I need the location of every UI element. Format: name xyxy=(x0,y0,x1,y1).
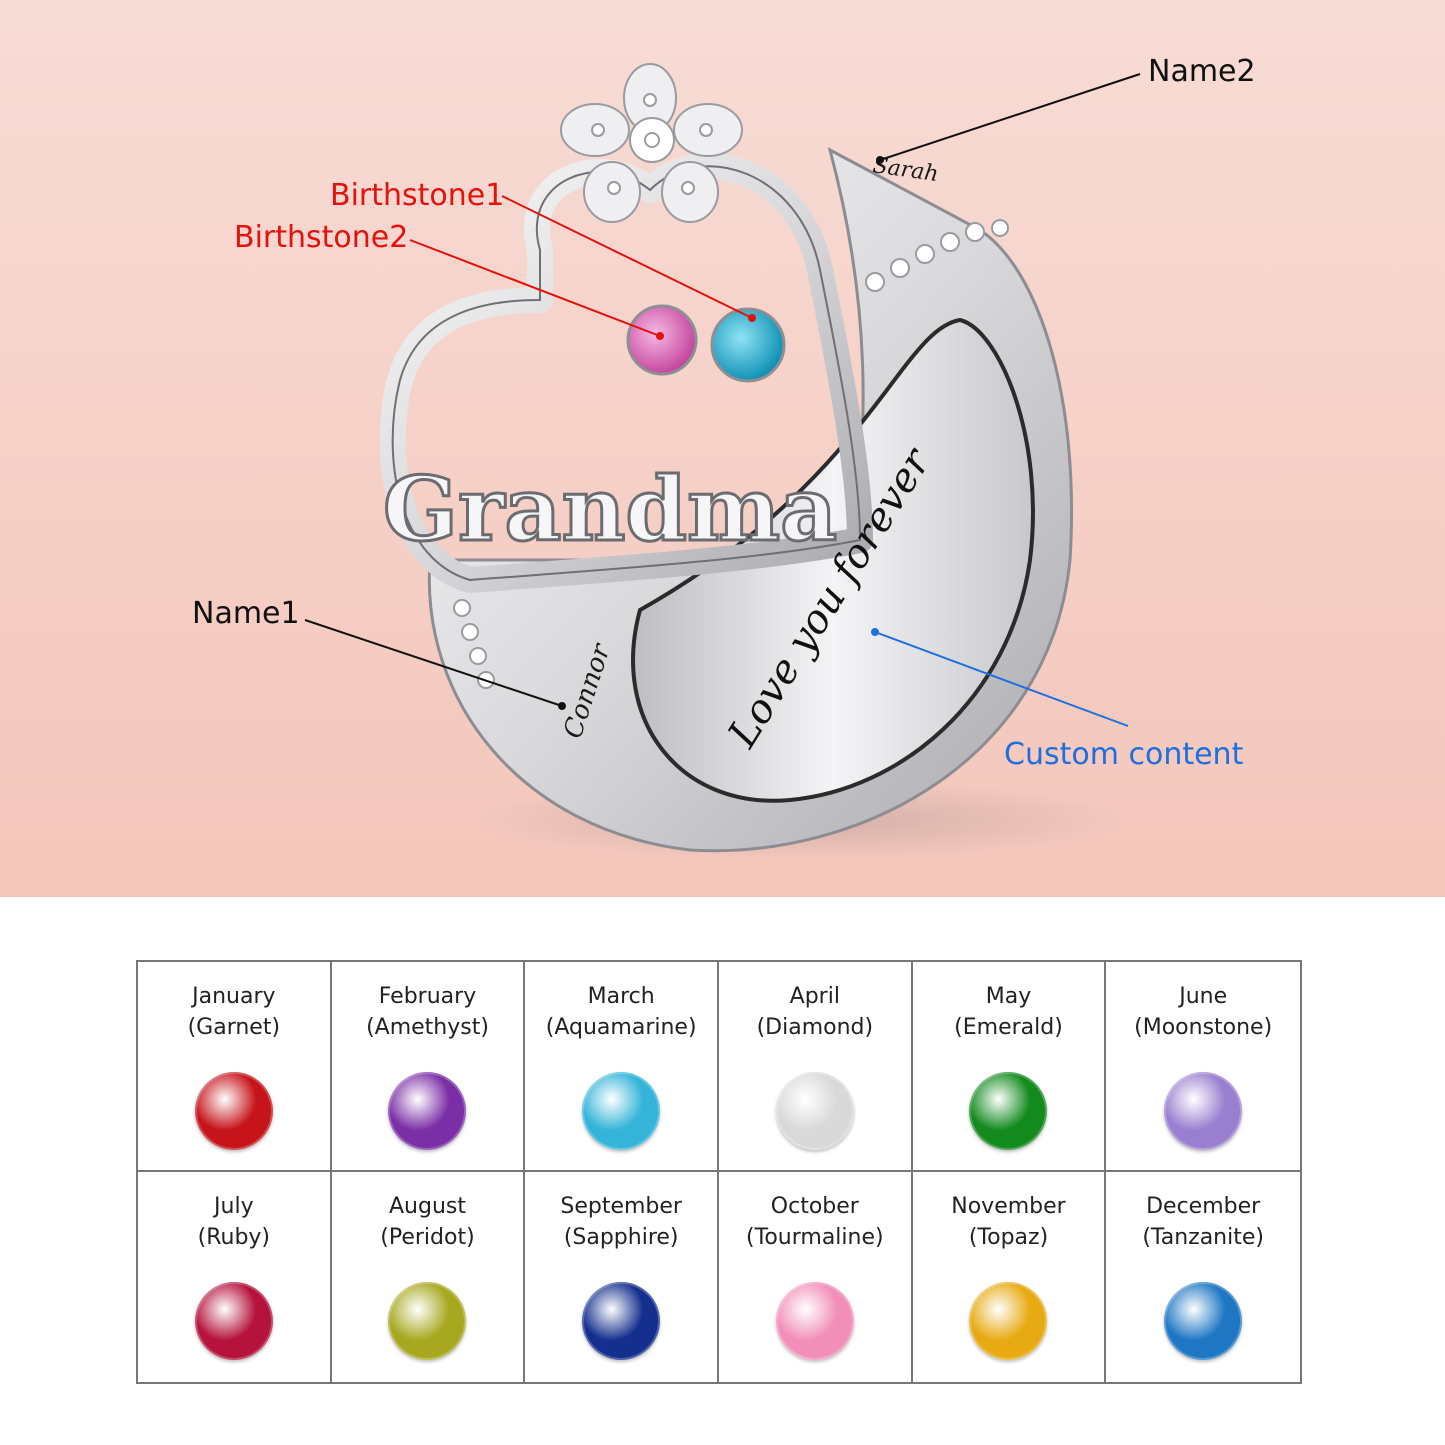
birthstone-month: September xyxy=(560,1194,682,1219)
ring-birthstone-1 xyxy=(626,304,698,376)
birthstone-gem-icon xyxy=(388,1282,467,1360)
birthstone-name: (Diamond) xyxy=(756,1015,874,1040)
birthstone-month: May xyxy=(985,984,1032,1009)
birthstone-name: (Moonstone) xyxy=(1134,1015,1273,1040)
heart-word: Grandma xyxy=(383,457,837,561)
flower-charm xyxy=(560,63,743,223)
birthstone-cell-december: December (Tanzanite) xyxy=(1106,1172,1300,1382)
birthstone-name: (Tourmaline) xyxy=(746,1225,884,1250)
birthstone-name: (Sapphire) xyxy=(563,1225,679,1250)
birthstone-month: April xyxy=(789,984,840,1009)
birthstone-gem-icon xyxy=(775,1072,854,1150)
birthstone-cell-may: May (Emerald) xyxy=(912,962,1107,1172)
birthstone-gem-icon xyxy=(1164,1282,1243,1360)
birthstone-name: (Topaz) xyxy=(968,1225,1049,1250)
birthstone-name: (Aquamarine) xyxy=(545,1015,697,1040)
birthstone-cell-january: January (Garnet) xyxy=(138,962,332,1172)
birthstone-name: (Emerald) xyxy=(954,1015,1063,1040)
birthstone-month: March xyxy=(587,984,655,1009)
birthstone-cell-november: November (Topaz) xyxy=(913,1172,1107,1382)
band-accent-stones xyxy=(453,219,1009,689)
birthstone-gem-icon xyxy=(388,1072,467,1150)
callout-custom-content: Custom content xyxy=(1004,737,1244,772)
birthstone-gem-icon xyxy=(969,1072,1048,1150)
birthstone-month: December xyxy=(1146,1194,1261,1219)
birthstone-name: (Ruby) xyxy=(197,1225,271,1250)
birthstone-cell-april: April (Diamond) xyxy=(719,962,913,1172)
callout-name2: Name2 xyxy=(1148,54,1256,89)
birthstone-name: (Garnet) xyxy=(187,1015,281,1040)
birthstone-month: June xyxy=(1179,984,1228,1009)
birthstone-cell-august: August (Peridot) xyxy=(332,1172,526,1382)
birthstone-chart: January (Garnet) February (Amethyst) March (A… xyxy=(136,960,1302,1384)
callout-birthstone1: Birthstone1 xyxy=(330,178,505,213)
callout-leader-lines xyxy=(304,73,1141,727)
ring-birthstone-2 xyxy=(710,307,786,383)
birthstone-gem-icon xyxy=(969,1282,1048,1360)
birthstone-cell-july: July (Ruby) xyxy=(138,1172,332,1382)
birthstone-cell-september: September (Sapphire) xyxy=(525,1172,719,1382)
heart-frame-outline xyxy=(391,165,862,582)
birthstone-month: February xyxy=(378,984,477,1009)
birthstone-month: November xyxy=(951,1194,1066,1219)
birthstone-gem-icon xyxy=(775,1282,854,1360)
callout-name1: Name1 xyxy=(192,596,300,631)
birthstone-gem-icon xyxy=(194,1282,273,1360)
callout-dots xyxy=(558,156,884,710)
birthstone-cell-october: October (Tourmaline) xyxy=(719,1172,913,1382)
birthstone-cell-june: June (Moonstone) xyxy=(1106,962,1300,1172)
birthstone-gem-icon xyxy=(582,1072,661,1150)
birthstone-name: (Peridot) xyxy=(380,1225,475,1250)
birthstone-name: (Amethyst) xyxy=(366,1015,489,1040)
ring-illustration: Grandma Sarah Connor Love you forever xyxy=(304,63,1141,860)
birthstone-cell-march: March (Aquamarine) xyxy=(525,962,719,1172)
callout-birthstone2: Birthstone2 xyxy=(234,220,409,255)
birthstone-month: October xyxy=(770,1194,859,1219)
birthstone-month: July xyxy=(214,1194,254,1219)
product-hero: Grandma Sarah Connor Love you forever Na… xyxy=(0,0,1445,897)
birthstone-cell-february: February (Amethyst) xyxy=(331,962,526,1172)
birthstone-gem-icon xyxy=(1164,1072,1243,1150)
birthstone-gem-icon xyxy=(194,1072,273,1150)
ring-inner-surface xyxy=(631,317,1035,803)
birthstone-gem-icon xyxy=(582,1282,661,1360)
birthstone-month: August xyxy=(388,1194,466,1219)
birthstone-name: (Tanzanite) xyxy=(1142,1225,1264,1250)
birthstone-month: January xyxy=(192,984,276,1009)
